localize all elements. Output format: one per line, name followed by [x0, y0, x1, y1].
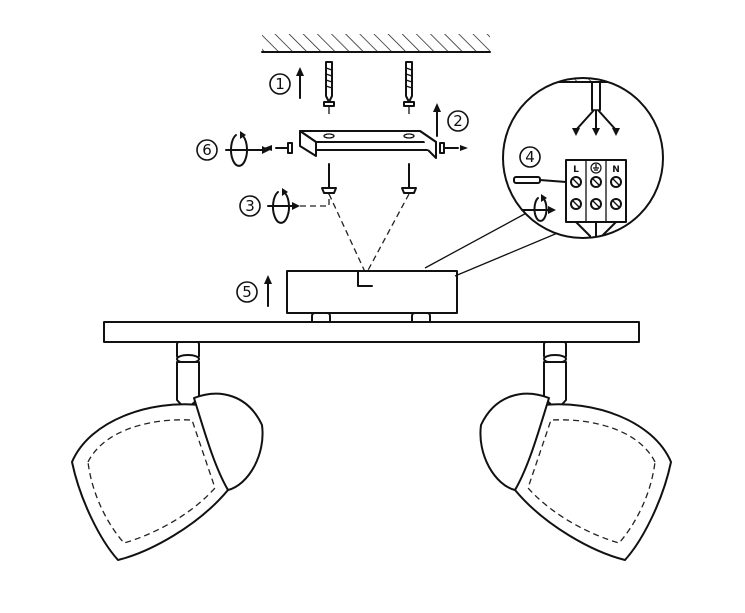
- step-4-label: 4: [525, 148, 535, 166]
- screwdriver-icon: [513, 176, 567, 184]
- step-6-label: 6: [202, 141, 212, 159]
- arrow-icon: [264, 145, 272, 151]
- mounting-bracket: [299, 130, 437, 159]
- wall-plug-icon: [325, 61, 333, 103]
- earth-ground-icon: [590, 162, 602, 174]
- step-2-label: 2: [453, 112, 463, 130]
- up-arrow-icon: [264, 275, 272, 307]
- alignment-guides: [300, 193, 410, 275]
- spotlight-icon: [71, 341, 264, 561]
- screw-icon: [401, 163, 417, 194]
- spotlight-icon: [479, 341, 672, 561]
- step-3-marker: 3: [239, 195, 261, 217]
- step-6-marker: 6: [196, 139, 218, 161]
- screw-icon: [323, 101, 335, 114]
- step-4-marker: 4: [519, 146, 541, 168]
- rotate-arrow-icon: [267, 188, 300, 224]
- step-1-marker: 1: [269, 73, 291, 95]
- step-1-label: 1: [275, 75, 285, 93]
- wall-plug-icon: [405, 61, 413, 103]
- step-2-marker: 2: [447, 110, 469, 132]
- screw-icon: [275, 142, 293, 154]
- up-arrow-icon: [433, 103, 441, 137]
- light-track-bar: [103, 321, 640, 343]
- up-arrow-icon: [296, 67, 304, 99]
- step-5-label: 5: [242, 283, 252, 301]
- terminal-live-label: L: [573, 165, 579, 175]
- step-5-marker: 5: [236, 281, 258, 303]
- screw-icon: [403, 101, 415, 114]
- screw-icon: [321, 163, 337, 194]
- ceiling: [261, 34, 491, 53]
- step-3-label: 3: [245, 197, 255, 215]
- rotate-arrow-icon: [521, 194, 556, 222]
- ceiling-canopy: [286, 270, 458, 326]
- rotate-arrow-icon: [225, 131, 270, 167]
- terminal-neutral-label: N: [612, 165, 620, 175]
- screw-icon: [439, 142, 468, 154]
